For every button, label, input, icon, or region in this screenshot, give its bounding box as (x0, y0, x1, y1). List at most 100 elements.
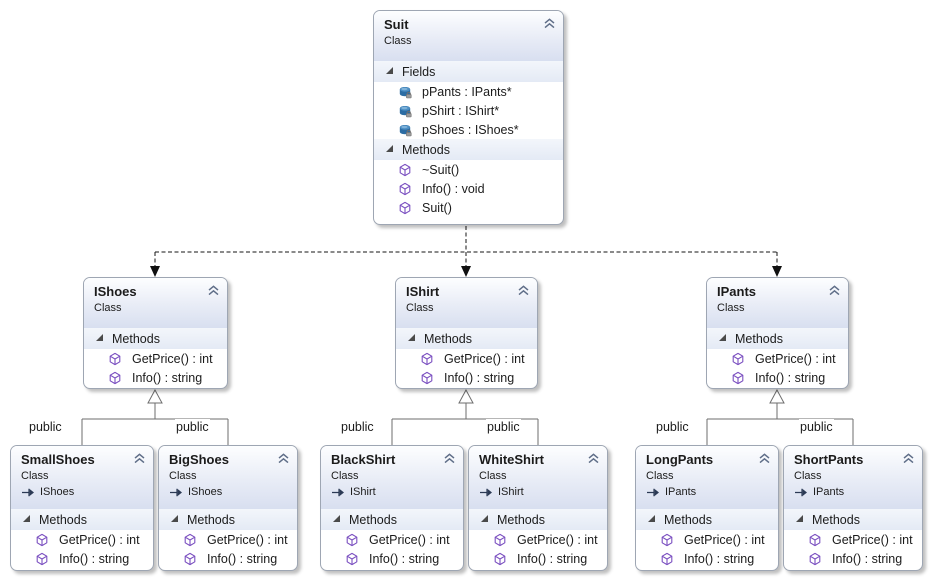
inheritance-ipants-group[interactable] (706, 388, 854, 445)
inheritance-access-label: public (655, 419, 690, 435)
base-type-row: IPants (646, 485, 756, 499)
class-box-ishoes[interactable]: IShoes Class Methods GetPrice() : int In… (83, 277, 228, 389)
member-row[interactable]: ~Suit() (374, 160, 563, 179)
expander-triangle-icon[interactable] (481, 515, 488, 522)
member-row[interactable]: pPants : IPants* (374, 82, 563, 101)
section-header[interactable]: Fields (374, 61, 563, 82)
class-kind: Class (794, 470, 822, 482)
inheritance-ishoes-group[interactable] (81, 388, 229, 445)
member-row[interactable]: Info() : string (707, 368, 848, 387)
member-row[interactable]: GetPrice() : int (784, 530, 922, 549)
class-box-ishirt[interactable]: IShirt Class Methods GetPrice() : int In… (395, 277, 538, 389)
arrowhead-ishirt (461, 266, 471, 277)
member-label: Info() : string (369, 551, 440, 566)
member-label: ~Suit() (422, 162, 460, 177)
base-type-row: IShoes (169, 485, 275, 499)
class-name: IShoes (94, 284, 137, 299)
member-row[interactable]: Info() : string (159, 549, 297, 568)
expander-triangle-icon[interactable] (386, 67, 393, 74)
public-method-icon (421, 371, 433, 384)
member-row[interactable]: Info() : string (321, 549, 463, 568)
member-row[interactable]: GetPrice() : int (636, 530, 778, 549)
member-row[interactable]: GetPrice() : int (469, 530, 607, 549)
member-row[interactable]: Info() : string (11, 549, 153, 568)
inheritance-access-label: public (340, 419, 375, 435)
class-box-blackshirt[interactable]: BlackShirt Class IShirt Methods GetPrice… (320, 445, 464, 571)
section-header[interactable]: Methods (784, 509, 922, 530)
class-box-header: BigShoes Class IShoes (159, 446, 297, 509)
class-box-shortpants[interactable]: ShortPants Class IPants Methods GetPrice… (783, 445, 923, 571)
member-row[interactable]: GetPrice() : int (321, 530, 463, 549)
expander-triangle-icon[interactable] (333, 515, 340, 522)
collapse-chevron-icon[interactable] (517, 285, 530, 296)
member-label: Info() : string (444, 370, 515, 385)
section-header[interactable]: Methods (396, 328, 537, 349)
section-header[interactable]: Methods (469, 509, 607, 530)
member-row[interactable]: Info() : string (396, 368, 537, 387)
expander-triangle-icon[interactable] (96, 334, 103, 341)
class-box-smallshoes[interactable]: SmallShoes Class IShoes Methods GetPrice… (10, 445, 154, 571)
class-box-whiteshirt[interactable]: WhiteShirt Class IShirt Methods GetPrice… (468, 445, 608, 571)
member-row[interactable]: Suit() (374, 198, 563, 217)
collapse-chevron-icon[interactable] (758, 453, 771, 464)
class-box-header: Suit Class (374, 11, 563, 61)
public-method-icon (109, 371, 121, 384)
inheritance-ishirt-group[interactable] (391, 388, 539, 445)
member-label: Info() : string (684, 551, 755, 566)
association-connectors[interactable] (154, 226, 778, 267)
member-label: Info() : void (422, 181, 485, 196)
inheritance-access-label: public (486, 419, 521, 435)
expander-triangle-icon[interactable] (719, 334, 726, 341)
inherits-arrow-icon (795, 488, 807, 496)
collapse-chevron-icon[interactable] (902, 453, 915, 464)
collapse-chevron-icon[interactable] (543, 18, 556, 29)
public-method-icon (494, 552, 506, 565)
expander-triangle-icon[interactable] (23, 515, 30, 522)
member-row[interactable]: pShoes : IShoes* (374, 120, 563, 139)
member-row[interactable]: GetPrice() : int (84, 349, 227, 368)
member-row[interactable]: Info() : string (636, 549, 778, 568)
member-row[interactable]: Info() : string (784, 549, 922, 568)
class-box-body: Fields pPants : IPants* pShirt : IShirt*… (374, 61, 563, 217)
class-box-body: Methods GetPrice() : int Info() : string (321, 509, 463, 568)
collapse-chevron-icon[interactable] (587, 453, 600, 464)
collapse-chevron-icon[interactable] (277, 453, 290, 464)
member-row[interactable]: Info() : string (84, 368, 227, 387)
member-row[interactable]: Info() : string (469, 549, 607, 568)
section-header[interactable]: Methods (321, 509, 463, 530)
expander-triangle-icon[interactable] (171, 515, 178, 522)
member-row[interactable]: GetPrice() : int (159, 530, 297, 549)
class-name: IPants (717, 284, 757, 299)
expander-triangle-icon[interactable] (386, 145, 393, 152)
section-header[interactable]: Methods (707, 328, 848, 349)
collapse-chevron-icon[interactable] (207, 285, 220, 296)
base-type-name: IShoes (188, 486, 223, 498)
member-row[interactable]: GetPrice() : int (396, 349, 537, 368)
member-row[interactable]: GetPrice() : int (11, 530, 153, 549)
collapse-chevron-icon[interactable] (828, 285, 841, 296)
class-box-longpants[interactable]: LongPants Class IPants Methods GetPrice(… (635, 445, 779, 571)
expander-triangle-icon[interactable] (796, 515, 803, 522)
class-name: ShortPants (794, 452, 864, 467)
expander-triangle-icon[interactable] (408, 334, 415, 341)
section-header[interactable]: Methods (159, 509, 297, 530)
member-label: GetPrice() : int (517, 532, 598, 547)
collapse-chevron-icon[interactable] (133, 453, 146, 464)
member-row[interactable]: pShirt : IShirt* (374, 101, 563, 120)
expander-triangle-icon[interactable] (648, 515, 655, 522)
collapse-chevron-icon[interactable] (443, 453, 456, 464)
member-row[interactable]: Info() : void (374, 179, 563, 198)
member-row[interactable]: GetPrice() : int (707, 349, 848, 368)
section-header[interactable]: Methods (374, 139, 563, 160)
class-box-bigshoes[interactable]: BigShoes Class IShoes Methods GetPrice()… (158, 445, 298, 571)
class-kind: Class (479, 470, 507, 482)
section-header[interactable]: Methods (84, 328, 227, 349)
base-type-name: IShirt (498, 486, 524, 498)
class-box-ipants[interactable]: IPants Class Methods GetPrice() : int In… (706, 277, 849, 389)
section-header[interactable]: Methods (11, 509, 153, 530)
section-title: Methods (112, 331, 160, 346)
class-box-suit[interactable]: Suit Class Fields pPants : IPants* pShir… (373, 10, 564, 225)
base-type-name: IShirt (350, 486, 376, 498)
class-box-header: IShoes Class (84, 278, 227, 328)
section-header[interactable]: Methods (636, 509, 778, 530)
